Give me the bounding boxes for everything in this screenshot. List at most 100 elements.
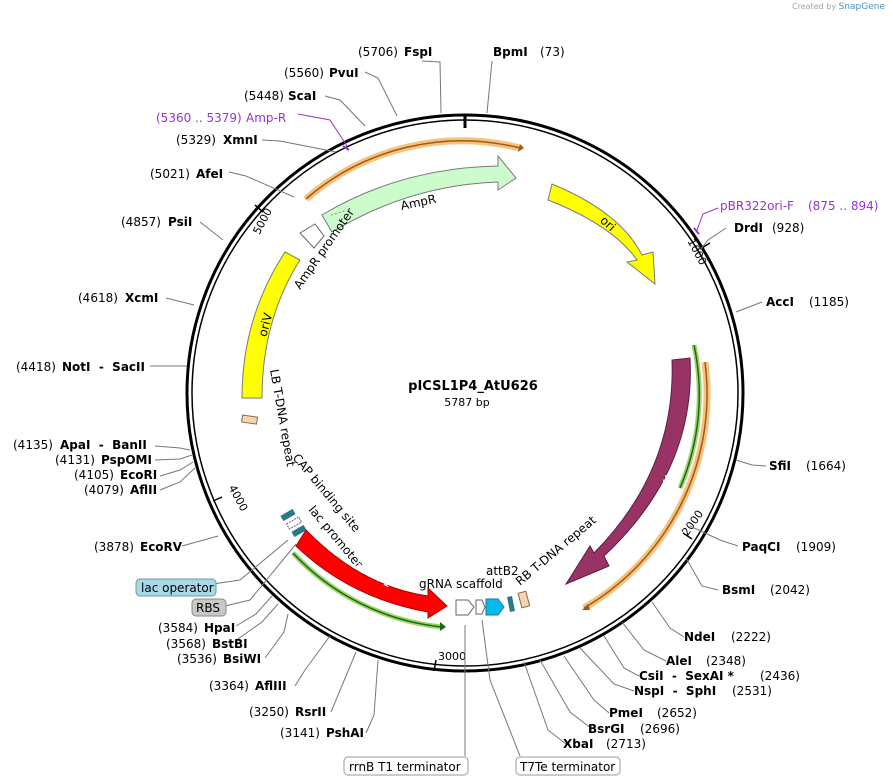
site-pos-apai: (4135) (13, 438, 53, 452)
site-name-nspi-sphi[interactable]: NspI - SphI (634, 684, 716, 698)
box-leaders (212, 539, 521, 757)
cap-site-feature[interactable] (280, 508, 296, 522)
site-name-noti-sacii[interactable]: NotI - SacII (62, 360, 145, 374)
site-name-ecorv[interactable]: EcoRV (140, 540, 183, 554)
attb2-feature[interactable] (485, 598, 505, 616)
site-name-hpai[interactable]: HpaI (204, 621, 235, 635)
grna-scaffold-label: gRNA scaffold (419, 577, 503, 591)
site-name-drdi[interactable]: DrdI (734, 221, 763, 235)
site-name-pshai[interactable]: PshAI (326, 726, 364, 740)
site-pos-paqci: (1909) (796, 540, 836, 554)
snapgene-credit: Created by SnapGene (792, 2, 885, 12)
attb2-small-feature[interactable] (507, 596, 515, 612)
site-pos-bsmi: (2042) (770, 583, 810, 597)
tick-5000 (254, 204, 264, 213)
site-pos-bsiwi: (3536) (177, 652, 217, 666)
site-name-sfii[interactable]: SfiI (769, 459, 791, 473)
t7te-terminator-box[interactable] (515, 756, 621, 776)
ampr-dashes (330, 210, 346, 216)
rb-repeat-feature[interactable] (517, 590, 531, 609)
tick-label-4000: 4000 (226, 483, 251, 514)
site-name-psii[interactable]: PsiI (168, 215, 192, 229)
trfa-feature[interactable] (564, 357, 691, 586)
grna-scaffold-feature[interactable] (455, 599, 475, 616)
site-pos-bpmi: (73) (540, 45, 565, 59)
terminator-feature[interactable] (475, 599, 486, 615)
primer-marks (297, 113, 719, 235)
site-pos-pvui: (5560) (284, 66, 324, 80)
site-pos-bstbi: (3568) (166, 637, 206, 651)
rbs-box-label: RBS (196, 601, 220, 615)
green-arc-trfa (679, 344, 701, 489)
site-name-apai-banii[interactable]: ApaI - BanII (60, 438, 147, 452)
site-name-csii-sexai[interactable]: CsiI - SexAI * (639, 669, 735, 683)
boxed-labels: lac operator RBS rrnB T1 terminator T7Te… (135, 578, 621, 776)
primer-name-amp-r[interactable]: Amp-R (246, 111, 286, 125)
site-labels: (5706) FspI BpmI (73) (5560) PvuI (5448)… (13, 45, 878, 751)
site-name-xbai[interactable]: XbaI (563, 737, 593, 751)
site-pos-afei: (5021) (150, 167, 190, 181)
site-name-afliii[interactable]: AflIII (255, 679, 287, 693)
pbr322ori-f-leader (696, 207, 719, 231)
site-pos-pspomi: (4131) (55, 453, 95, 467)
site-name-fspi[interactable]: FspI (404, 45, 432, 59)
site-name-bstbi[interactable]: BstBI (212, 637, 248, 651)
credit-prefix: Created by (792, 2, 837, 11)
tick-4000 (212, 496, 223, 502)
site-name-scai[interactable]: ScaI (288, 89, 316, 103)
lac-operator-feature[interactable] (291, 524, 307, 538)
site-pos-acci: (1185) (809, 295, 849, 309)
site-pos-xcmi: (4618) (78, 291, 118, 305)
plasmid-length: 5787 bp (444, 396, 489, 409)
site-pos-nspi: (2531) (732, 684, 772, 698)
attb2-label: attB2 (486, 564, 519, 578)
site-name-bsmi[interactable]: BsmI (722, 583, 755, 597)
primer-name-pbr322ori-f[interactable]: pBR322ori-F (720, 199, 794, 213)
site-pos-ndei: (2222) (731, 630, 771, 644)
site-pos-fspi: (5706) (358, 45, 398, 59)
oriv-feature[interactable] (241, 251, 301, 399)
site-pos-hpai: (3584) (158, 621, 198, 635)
lac-promoter-feature[interactable] (285, 516, 303, 530)
site-name-aflii[interactable]: AflII (130, 483, 157, 497)
site-pos-pshai: (3141) (280, 726, 320, 740)
ampr-feature[interactable] (321, 154, 517, 233)
site-name-ecori[interactable]: EcoRI (120, 468, 157, 482)
trfa-orf-arc (583, 361, 708, 609)
amp-r-leader (297, 113, 348, 147)
site-name-rsrii[interactable]: RsrII (295, 705, 326, 719)
lb-repeat-label: LB T-DNA repeat (267, 368, 298, 468)
rrnb-terminator-box[interactable] (343, 756, 469, 776)
site-name-paqci[interactable]: PaqCI (742, 540, 780, 554)
site-name-pvui[interactable]: PvuI (329, 66, 359, 80)
lac-operator-box[interactable] (135, 578, 217, 597)
site-pos-aflii: (4079) (84, 483, 124, 497)
site-name-ndei[interactable]: NdeI (684, 630, 715, 644)
lb-repeat-feature[interactable] (241, 414, 259, 425)
site-name-pspomi[interactable]: PspOMI (101, 453, 152, 467)
site-name-bpmi[interactable]: BpmI (493, 45, 528, 59)
site-pos-psii: (4857) (121, 215, 161, 229)
site-pos-xbai: (2713) (606, 737, 646, 751)
site-name-acci[interactable]: AccI (766, 295, 794, 309)
rbs-box[interactable] (191, 598, 227, 617)
mrfp1-feature[interactable] (295, 529, 448, 619)
site-name-bsrgi[interactable]: BsrGI (588, 722, 625, 736)
primer-pos-pbr322ori-f: (875 .. 894) (808, 199, 878, 213)
site-name-xcmi[interactable]: XcmI (125, 291, 158, 305)
site-name-bsiwi[interactable]: BsiWI (223, 652, 261, 666)
ori-feature[interactable] (547, 183, 656, 286)
site-pos-scai: (5448) (244, 89, 284, 103)
ampr-orf-arrow (518, 144, 524, 152)
site-name-afei[interactable]: AfeI (196, 167, 223, 181)
site-pos-drdi: (928) (772, 221, 804, 235)
site-name-xmni[interactable]: XmnI (223, 133, 258, 147)
ampr-promoter-feature[interactable] (299, 223, 325, 249)
tick-2000 (682, 532, 693, 540)
rrnb-terminator-box-label: rrnB T1 terminator (349, 760, 461, 774)
pbr322ori-f-mark (693, 227, 700, 235)
t7te-terminator-box-label: T7Te terminator (519, 760, 615, 774)
tick-label-3000: 3000 (438, 650, 466, 663)
site-name-alei[interactable]: AleI (666, 654, 692, 668)
site-name-pmei[interactable]: PmeI (609, 706, 643, 720)
